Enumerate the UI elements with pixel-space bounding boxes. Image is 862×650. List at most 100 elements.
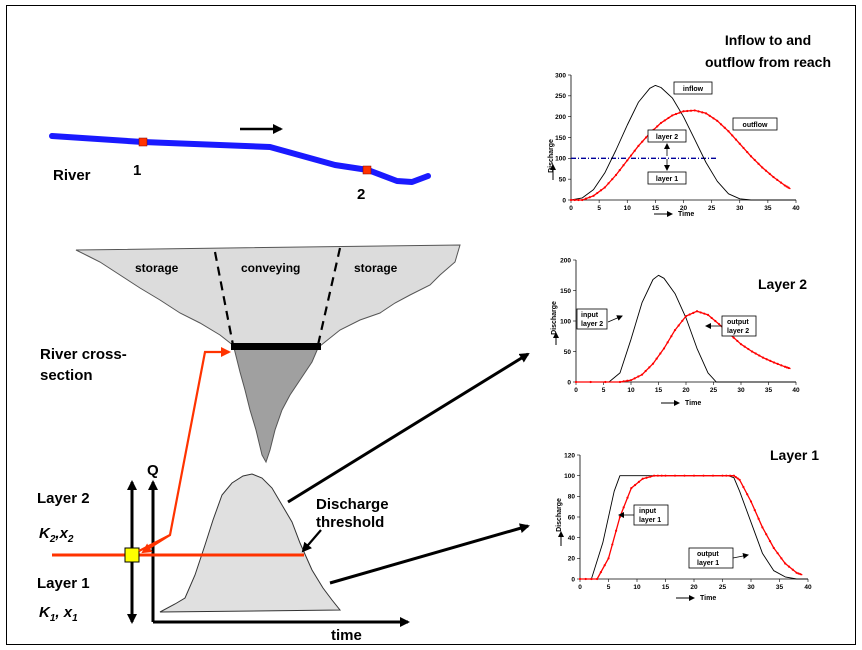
y-tick-label: 100	[555, 156, 566, 163]
time-axis-label: time	[331, 627, 362, 644]
series-point	[674, 112, 678, 116]
series-line-output-layer-1	[580, 475, 803, 580]
series-point	[703, 312, 706, 315]
chart-reach-title-line1: Inflow to and	[725, 32, 811, 48]
chart-layer1-xlabel: Time	[700, 595, 716, 602]
series-point	[795, 571, 798, 574]
x-tick-label: 5	[602, 387, 606, 394]
y-tick-label: 60	[568, 514, 576, 521]
cross-section-label-line1: River cross-	[40, 346, 127, 363]
svg-text:input: input	[639, 508, 657, 515]
series-point	[677, 324, 680, 327]
series-point	[736, 477, 739, 480]
series-point	[757, 162, 760, 165]
series-point	[660, 474, 663, 477]
y-tick-label: 250	[555, 93, 566, 100]
series-point	[673, 329, 677, 332]
series-point	[640, 373, 644, 376]
chart-layer2-xlabel: Time	[685, 400, 701, 407]
series-point	[607, 557, 610, 560]
x-tick-label: 10	[624, 205, 632, 212]
y-tick-label: 100	[564, 473, 575, 480]
svg-text:layer 1: layer 1	[639, 517, 661, 524]
series-point	[736, 339, 739, 343]
series-point	[776, 178, 779, 181]
y-tick-label: 0	[562, 197, 566, 204]
series-point	[578, 577, 582, 581]
series-point	[637, 480, 641, 483]
series-point	[729, 474, 732, 477]
series-point	[776, 362, 779, 366]
series-point	[614, 173, 618, 177]
series-point	[701, 111, 704, 114]
chart-reach-title-line2: outflow from reach	[705, 54, 831, 70]
series-point	[589, 380, 592, 384]
series-point	[731, 134, 734, 137]
series-point	[768, 540, 772, 543]
threshold-connector-arrow	[141, 534, 171, 554]
svg-text:layer 2: layer 2	[727, 328, 749, 335]
chart-reach-ylabel: Discharge	[548, 139, 555, 173]
series-point	[799, 573, 802, 576]
river-point-1-marker	[138, 137, 148, 147]
arrow-to-layer1-chart	[329, 523, 530, 585]
series-point	[581, 198, 584, 202]
series-point	[697, 110, 700, 113]
series-point	[611, 178, 614, 181]
hydrograph-shape	[159, 473, 342, 613]
box-input-layer1: input layer 1	[633, 504, 669, 526]
series-point	[637, 144, 640, 147]
y-tick-label: 0	[567, 379, 571, 386]
x-tick-label: 30	[736, 205, 744, 212]
series-point	[758, 354, 761, 357]
series-point	[749, 155, 753, 158]
series-point	[692, 311, 695, 314]
series-point	[738, 478, 741, 481]
chart-layer1-title: Layer 1	[770, 447, 819, 463]
series-line-output-layer-2	[576, 310, 791, 383]
series-point	[671, 114, 674, 117]
series-point	[622, 506, 625, 509]
conveying-label: conveying	[241, 261, 300, 275]
series-point	[761, 526, 764, 529]
series-point	[629, 379, 633, 382]
series-point	[682, 110, 685, 113]
x-tick-label: 15	[652, 205, 660, 212]
series-point	[772, 546, 775, 550]
series-point	[673, 474, 677, 477]
series-point	[732, 336, 735, 339]
series-point	[659, 352, 662, 355]
series-point	[648, 366, 651, 369]
storage-right-label: storage	[354, 261, 398, 275]
series-point	[651, 362, 655, 365]
y-tick-label: 200	[560, 257, 571, 264]
series-point	[761, 166, 764, 169]
series-point	[653, 474, 656, 477]
series-point	[678, 111, 681, 114]
series-point	[772, 361, 776, 364]
conveying-boundary-right	[316, 247, 342, 346]
x-tick-label: 35	[776, 584, 784, 591]
series-point	[742, 485, 745, 489]
series-point	[732, 474, 736, 477]
series-point	[734, 475, 737, 479]
series-point	[656, 474, 660, 477]
series-point	[765, 358, 768, 361]
series-point	[787, 565, 791, 568]
series-point	[710, 316, 713, 320]
x-tick-label: 35	[765, 387, 773, 394]
series-point	[721, 474, 724, 477]
series-point	[584, 197, 588, 200]
box-layer2: layer 2	[647, 129, 687, 143]
chart-reach-xlabel: Time	[678, 211, 694, 218]
series-point	[590, 577, 593, 581]
box-layer1: layer 1	[647, 171, 687, 185]
series-point	[629, 154, 633, 157]
series-point	[719, 123, 723, 126]
series-point	[787, 366, 790, 370]
series-point	[699, 311, 702, 314]
x-tick-label: 15	[655, 387, 663, 394]
series-point	[749, 500, 753, 503]
x-tick-label: 40	[792, 387, 800, 394]
series-point	[783, 184, 786, 187]
